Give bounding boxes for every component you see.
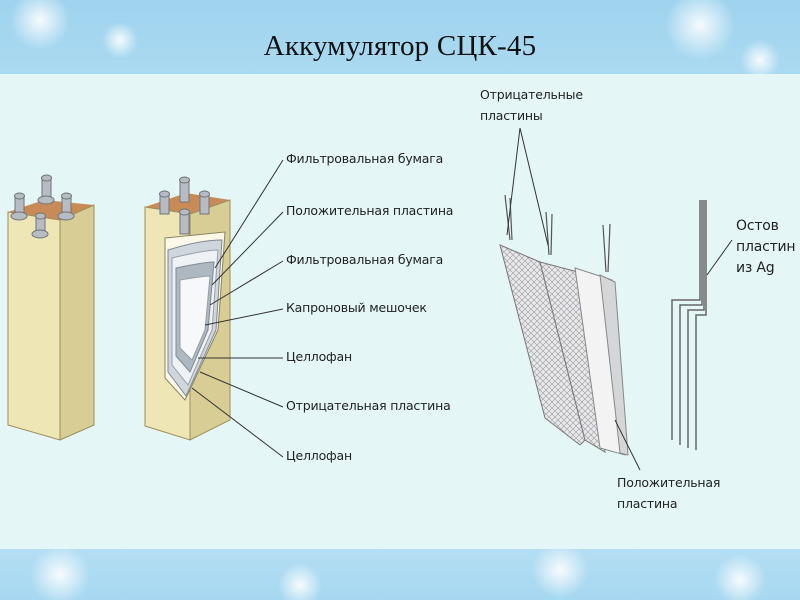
- leader-lines: [191, 159, 284, 458]
- battery-cutaway: [144, 176, 231, 441]
- label-filter-paper-2: Фильтровальная бумага: [286, 252, 444, 267]
- battery-closed: [7, 174, 95, 441]
- label-negative-plate: Отрицательная пластина: [286, 398, 451, 413]
- label-cellophane-2: Целлофан: [286, 448, 352, 463]
- label-negative-plates: Отрицательные пластины: [480, 87, 583, 123]
- plates-assembly: [499, 194, 707, 456]
- right-leader-lines: [506, 127, 733, 471]
- label-cellophane-1: Целлофан: [286, 349, 352, 364]
- label-plate-frame: Остов пластин из Ag: [736, 218, 796, 276]
- label-positive-plate-right: Положительная пластина: [617, 475, 721, 511]
- slide-title: Аккумулятор СЦК-45: [263, 30, 537, 62]
- label-positive-plate: Положительная пластина: [286, 203, 454, 218]
- diagram-panel: [0, 74, 800, 549]
- label-filter-paper-1: Фильтровальная бумага: [286, 151, 444, 166]
- label-nylon-bag: Капроновый мешочек: [286, 300, 427, 315]
